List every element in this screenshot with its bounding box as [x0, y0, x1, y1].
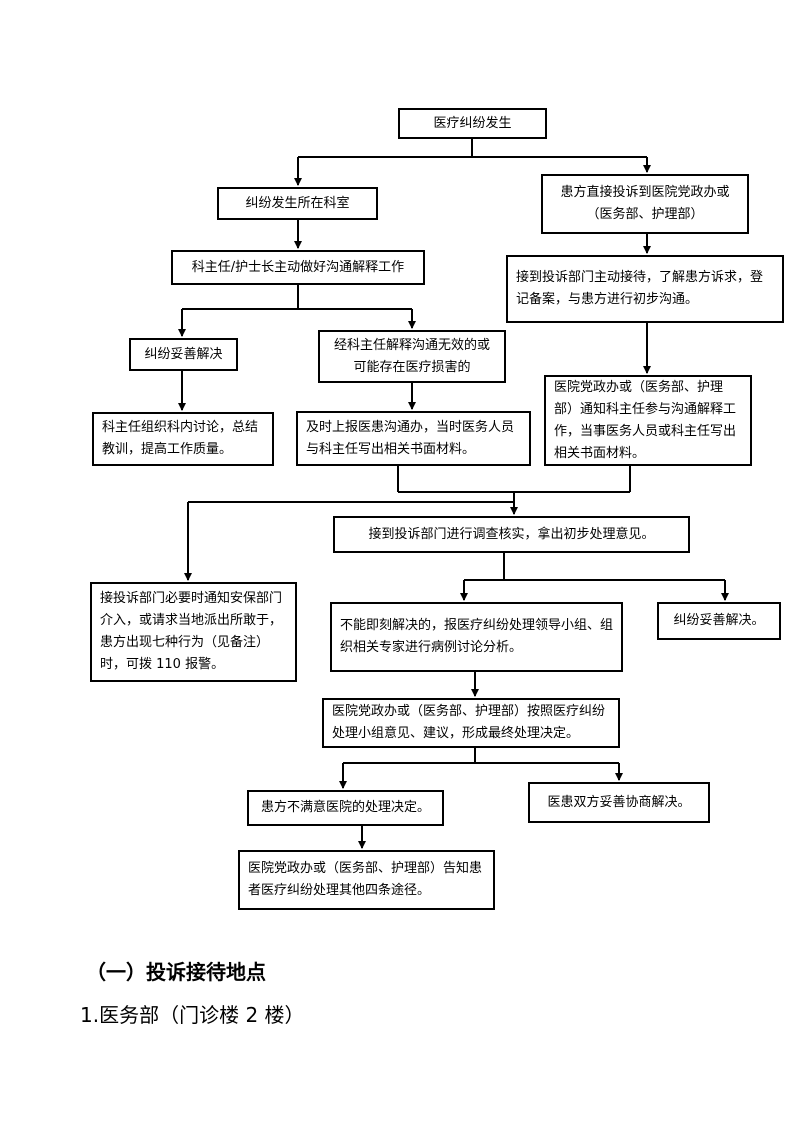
node-other-ways: 医院党政办或（医务部、护理部）告知患者医疗纠纷处理其他四条途径。	[238, 850, 495, 910]
node-notify-head: 医院党政办或（医务部、护理部）通知科主任参与沟通解释工作，当事医务人员或科主任写…	[544, 375, 752, 466]
node-report: 及时上报医患沟通办，当时医务人员与科主任写出相关书面材料。	[296, 411, 531, 466]
node-resolved-2: 纠纷妥善解决。	[657, 602, 781, 640]
node-group-discuss: 不能即刻解决的，报医疗纠纷处理领导小组、组织相关专家进行病例讨论分析。	[330, 602, 623, 672]
node-summary: 科主任组织科内讨论，总结教训，提高工作质量。	[92, 412, 274, 466]
node-complaint-receive: 接到投诉部门主动接待，了解患方诉求，登记备案，与患方进行初步沟通。	[506, 255, 784, 323]
flowchart-connectors	[178, 139, 729, 849]
section-heading: （一）投诉接待地点	[86, 960, 266, 984]
node-negotiate: 医患双方妥善协商解决。	[528, 782, 710, 823]
node-invalid: 经科主任解释沟通无效的或可能存在医疗损害的	[318, 330, 506, 383]
node-resolved-1: 纠纷妥善解决	[129, 338, 238, 371]
node-dept: 纠纷发生所在科室	[217, 187, 378, 220]
node-security: 接投诉部门必要时通知安保部门介入，或请求当地派出所敢于，患方出现七种行为（见备注…	[90, 582, 297, 682]
node-final-decision: 医院党政办或（医务部、护理部）按照医疗纠纷处理小组意见、建议，形成最终处理决定。	[322, 698, 620, 748]
node-investigate: 接到投诉部门进行调查核实，拿出初步处理意见。	[333, 516, 690, 553]
node-unsatisfied: 患方不满意医院的处理决定。	[247, 790, 444, 826]
flowchart: 医疗纠纷发生 纠纷发生所在科室 患方直接投诉到医院党政办或（医务部、护理部） 科…	[90, 108, 784, 910]
node-head-communicate: 科主任/护士长主动做好沟通解释工作	[171, 250, 425, 285]
node-start: 医疗纠纷发生	[398, 108, 547, 139]
node-complain-direct: 患方直接投诉到医院党政办或（医务部、护理部）	[541, 174, 749, 234]
section-item-1: 1.医务部（门诊楼 2 楼）	[80, 1003, 305, 1027]
